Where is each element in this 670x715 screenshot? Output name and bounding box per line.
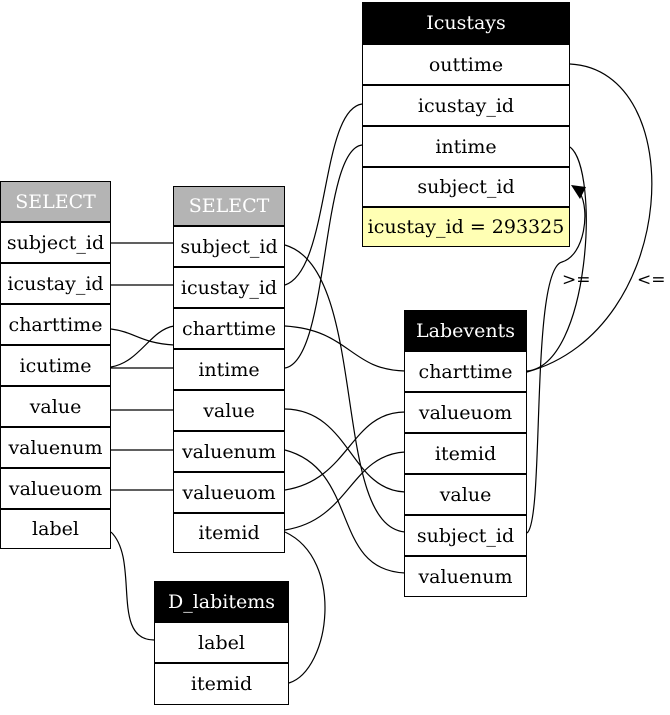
select-left-field-value: value [0, 386, 111, 427]
select-middle-field-icustay-id: icustay_id [173, 267, 285, 308]
icustays-field-intime: intime [362, 126, 570, 167]
icustays-table: Icustays outtime icustay_id intime subje… [362, 2, 570, 247]
select-middle-field-valueuom: valueuom [173, 472, 285, 513]
labevents-field-valueuom: valueuom [404, 392, 527, 433]
icustays-field-icustay-id: icustay_id [362, 85, 570, 126]
edge-select1-select2-intime [110, 325, 175, 368]
labevents-field-itemid: itemid [404, 433, 527, 474]
select-middle-field-itemid: itemid [173, 513, 285, 553]
select-left-field-valueuom: valueuom [0, 468, 111, 509]
d-labitems-table: D_labitems label itemid [154, 581, 289, 705]
d-labitems-header: D_labitems [154, 581, 289, 622]
labevents-header: Labevents [404, 310, 527, 351]
select-left-field-icutime: icutime [0, 345, 111, 386]
edge-select2-icustays-icustay-id [284, 103, 363, 286]
select-middle-header: SELECT [173, 186, 285, 226]
d-labitems-field-label: label [154, 622, 289, 663]
edge-itemid-dlabitems-itemid [284, 531, 326, 684]
edge-select2-labevents-valuenum [284, 449, 406, 574]
icustays-field-outtime: outtime [362, 44, 570, 85]
edge-label-dlabitems-label [110, 531, 155, 641]
edge-select2-labevents-itemid [284, 451, 406, 531]
edge-select1-select2-charttime [110, 328, 175, 346]
select-table-middle: SELECT subject_id icustay_id charttime i… [173, 186, 285, 553]
icustays-header: Icustays [362, 2, 570, 44]
select-left-field-icustay-id: icustay_id [0, 263, 111, 304]
labevents-field-valuenum: valuenum [404, 556, 527, 597]
edge-labevents-subject-icustays-subject [526, 192, 586, 534]
edge-select2-labevents-subject-id [284, 244, 406, 533]
select-left-header: SELECT [0, 181, 111, 222]
edge-select2-icustays-intime [284, 144, 363, 369]
labevents-table: Labevents charttime valueuom itemid valu… [404, 310, 527, 597]
select-left-field-charttime: charttime [0, 304, 111, 345]
arrowhead [571, 185, 586, 199]
icustays-condition: icustay_id = 293325 [362, 207, 570, 247]
select-middle-field-valuenum: valuenum [173, 431, 285, 472]
edge-labevents-icustays-le [526, 63, 653, 373]
edge-label-ge: >= [562, 270, 591, 290]
select-middle-field-subject-id: subject_id [173, 226, 285, 267]
labevents-field-charttime: charttime [404, 351, 527, 392]
select-middle-field-intime: intime [173, 349, 285, 390]
select-left-field-label: label [0, 509, 111, 549]
select-table-left: SELECT subject_id icustay_id charttime i… [0, 181, 111, 549]
d-labitems-field-itemid: itemid [154, 663, 289, 705]
edge-select2-labevents-valueuom [284, 411, 406, 491]
select-left-field-subject-id: subject_id [0, 222, 111, 263]
edge-select2-labevents-charttime [284, 325, 406, 372]
edge-labevents-icustays-ge [526, 146, 587, 372]
labevents-field-value: value [404, 474, 527, 515]
edge-label-le: <= [637, 270, 666, 290]
select-middle-field-charttime: charttime [173, 308, 285, 349]
labevents-field-subject-id: subject_id [404, 515, 527, 556]
icustays-field-subject-id: subject_id [362, 167, 570, 207]
select-left-field-valuenum: valuenum [0, 427, 111, 468]
edge-select2-labevents-value [284, 408, 406, 493]
select-middle-field-value: value [173, 390, 285, 431]
